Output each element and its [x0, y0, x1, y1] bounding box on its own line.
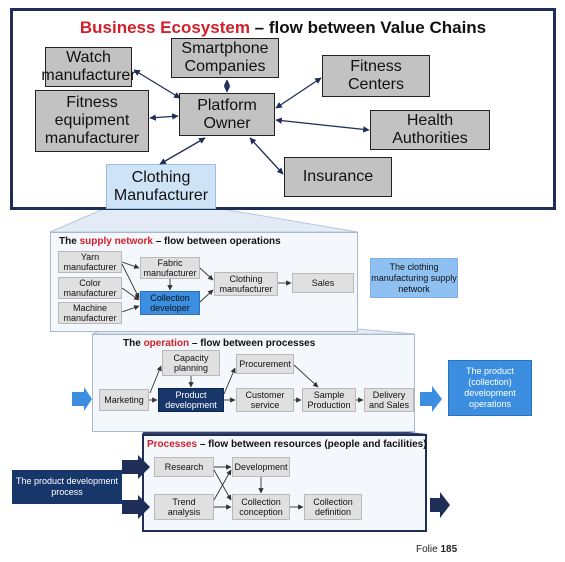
capacity-planning-box: Capacity planning: [162, 350, 220, 376]
development-box: Development: [232, 457, 290, 477]
collection-conception-box: Collection conception: [232, 494, 290, 520]
supply-network-callout: The clothing manufacturing supply networ…: [370, 258, 458, 298]
operation-panel: The operation – flow between processes: [92, 334, 415, 432]
watch-manufacturer-box: Watch manufacturer: [41, 47, 136, 87]
processes-callout: The product development process: [12, 470, 122, 504]
sales-box: Sales: [292, 273, 354, 293]
platform-owner-box: Platform Owner: [179, 93, 275, 136]
yarn-manufacturer-box: Yarn manufacturer: [58, 251, 122, 273]
machine-manufacturer-box: Machine manufacturer: [58, 302, 122, 324]
operation-title: The operation – flow between processes: [123, 338, 316, 349]
product-development-box: Product development: [158, 388, 224, 412]
collection-definition-box: Collection definition: [304, 494, 362, 520]
procurement-box: Procurement: [236, 354, 294, 374]
insurance-box: Insurance: [284, 157, 392, 197]
trend-analysis-box: Trend analysis: [154, 494, 214, 520]
research-box: Research: [154, 457, 214, 477]
fitness-equipment-box: Fitness equipment manufacturer: [35, 90, 149, 152]
clothing-manufacturer-box: Clothing Manufacturer: [106, 164, 216, 209]
customer-service-box: Customer service: [236, 388, 294, 412]
health-authorities-box: Health Authorities: [370, 110, 490, 150]
fitness-centers-box: Fitness Centers: [322, 55, 430, 97]
smartphone-companies-box: Smartphone Companies: [171, 38, 279, 78]
operation-callout: The product (collection) development ope…: [448, 360, 532, 416]
slide-number: Folie 185: [416, 544, 458, 555]
ecosystem-title: Business Ecosystem – flow between Value …: [79, 18, 487, 37]
processes-title: Processes – flow between resources (peop…: [147, 439, 427, 450]
sample-production-box: Sample Production: [302, 388, 356, 412]
delivery-sales-box: Delivery and Sales: [364, 388, 414, 412]
fabric-manufacturer-box: Fabric manufacturer: [140, 257, 200, 279]
color-manufacturer-box: Color manufacturer: [58, 277, 122, 299]
clothing-manufacturer-small-box: Clothing manufacturer: [214, 272, 278, 296]
collection-developer-box: Collection developer: [140, 291, 200, 315]
marketing-box: Marketing: [99, 389, 149, 411]
supply-network-title: The supply network – flow between operat…: [59, 236, 281, 247]
